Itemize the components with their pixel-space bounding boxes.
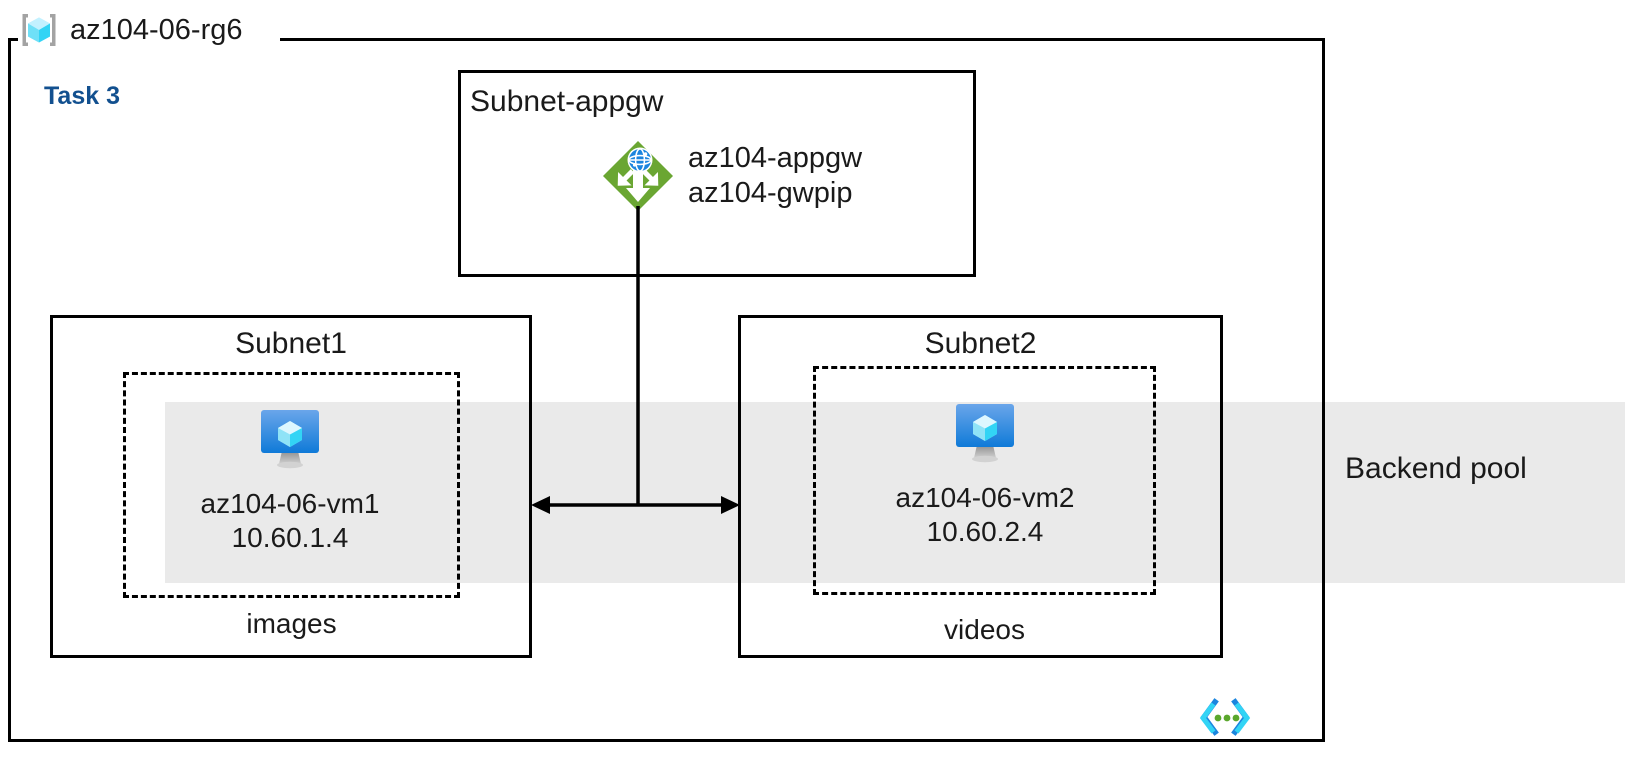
backend-pool-band [165, 402, 1625, 583]
resource-group-boundary [8, 38, 1325, 742]
vm2-labels: az104-06-vm2 10.60.2.4 [865, 481, 1105, 549]
resource-group-cube-icon [18, 9, 60, 51]
subnet1-box [50, 315, 532, 658]
application-gateway-labels: az104-appgw az104-gwpip [688, 141, 862, 212]
vm2-name: az104-06-vm2 [895, 482, 1075, 513]
vm1-name: az104-06-vm1 [200, 488, 380, 519]
virtual-machine-icon [251, 410, 329, 480]
virtual-machine-icon [946, 404, 1024, 474]
subnet2-storage-label: videos [944, 614, 1025, 645]
code-brackets-icon [1198, 696, 1252, 738]
resource-group-header: az104-06-rg6 [18, 6, 243, 54]
backend-pool-label: Backend pool [1345, 452, 1527, 485]
vm2-ip: 10.60.2.4 [926, 516, 1044, 548]
vm1-labels: az104-06-vm1 10.60.1.4 [170, 487, 410, 555]
application-gateway-node: az104-appgw az104-gwpip [600, 138, 862, 214]
vm2-node: az104-06-vm2 10.60.2.4 [865, 392, 1105, 549]
subnet1-storage-label: images [246, 608, 337, 639]
task-label: Task 3 [44, 82, 120, 110]
subnet2-title: Subnet2 [924, 327, 1037, 360]
appgw-resource-name: az104-appgw [688, 141, 863, 174]
subnet-appgw-title: Subnet-appgw [470, 85, 664, 118]
subnet2-box [738, 315, 1223, 658]
vm1-ip: 10.60.1.4 [231, 522, 349, 554]
subnet1-title: Subnet1 [235, 327, 347, 360]
resource-group-header-mask [18, 24, 280, 54]
subnet2-dashed-boundary [813, 366, 1156, 595]
application-gateway-icon [600, 138, 676, 214]
appgw-public-ip-name: az104-gwpip [688, 177, 853, 209]
subnet-appgw-box [458, 70, 976, 277]
vm1-node: az104-06-vm1 10.60.1.4 [170, 398, 410, 555]
resource-group-name: az104-06-rg6 [70, 13, 243, 46]
subnet1-dashed-boundary [123, 372, 460, 598]
